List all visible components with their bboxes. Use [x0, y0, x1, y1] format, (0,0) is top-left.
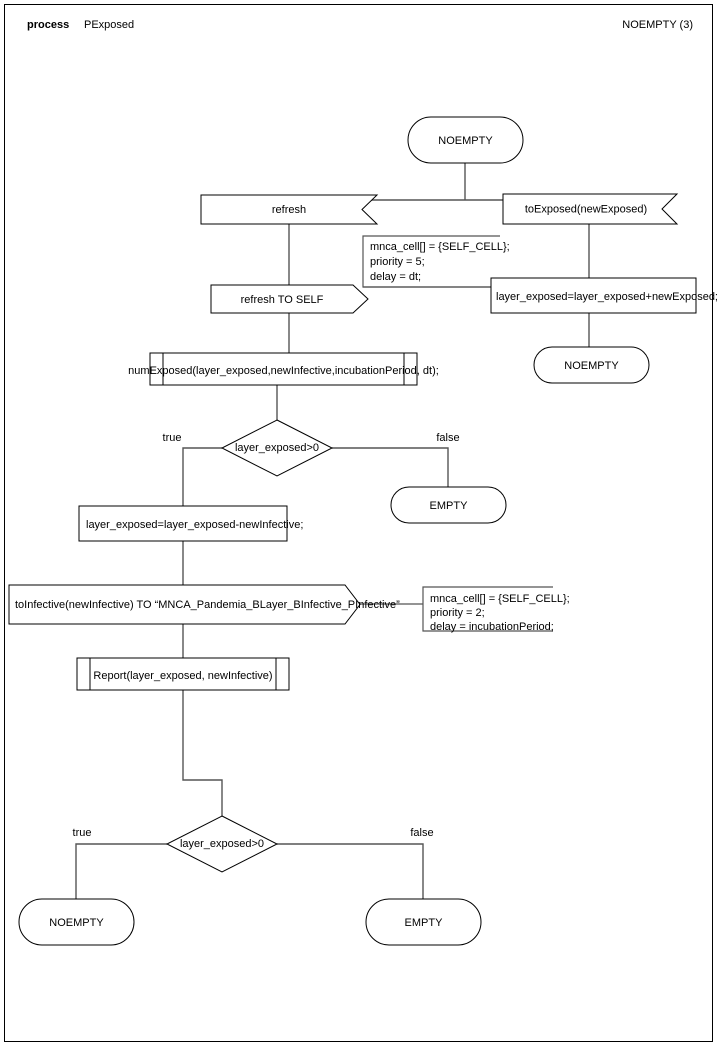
state-node-empty-end-label: EMPTY [405, 917, 444, 929]
decision-node-2-false-label: false [410, 827, 433, 839]
connector-decision2-true [75, 843, 167, 899]
header-state-label: NOEMPTY (3) [622, 19, 693, 31]
decision-node-1[interactable]: layer_exposed>0 true false [163, 419, 460, 477]
page-border [4, 4, 713, 1042]
decision-node-2[interactable]: layer_exposed>0 true false [73, 815, 434, 873]
comment-box-toinfective: mnca_cell[] = {SELF_CELL}; priority = 2;… [422, 586, 570, 633]
task-node-sub-infective-label: layer_exposed=layer_exposed-newInfective… [86, 519, 303, 531]
connector-decision1-true [182, 447, 222, 506]
comment-box-toinfective-line1: mnca_cell[] = {SELF_CELL}; [430, 593, 570, 605]
comment-box-refresh-line2: priority = 5; [370, 256, 425, 268]
state-node-empty-1-label: EMPTY [430, 500, 469, 512]
header-process-name: PExposed [84, 19, 135, 31]
decision-node-1-label: layer_exposed>0 [235, 442, 319, 454]
output-signal-toinfective-label: toInfective(newInfective) TO “MNCA_Pande… [15, 599, 400, 611]
task-node-add-exposed[interactable]: layer_exposed=layer_exposed+newExposed; [490, 277, 718, 314]
state-node-start[interactable]: NOEMPTY [407, 116, 524, 164]
comment-box-refresh-line3: delay = dt; [370, 271, 421, 283]
output-signal-refresh-self[interactable]: refresh TO SELF [210, 284, 369, 314]
procedure-node-numexposed[interactable]: numExposed(layer_exposed,newInfective,in… [128, 352, 439, 386]
state-node-after-exposed-label: NOEMPTY [564, 360, 619, 372]
comment-box-toinfective-line2: priority = 2; [430, 607, 485, 619]
comment-box-refresh-line1: mnca_cell[] = {SELF_CELL}; [370, 241, 510, 253]
decision-node-1-true-label: true [163, 432, 182, 444]
decision-node-1-false-label: false [436, 432, 459, 444]
procedure-node-report-label: Report(layer_exposed, newInfective) [93, 670, 272, 682]
connector-decision1-false [332, 447, 449, 487]
state-node-empty-1[interactable]: EMPTY [390, 486, 507, 524]
connector-decision2-false [277, 843, 424, 899]
input-signal-toexposed-label: toExposed(newExposed) [525, 204, 647, 216]
state-node-start-label: NOEMPTY [438, 135, 493, 147]
decision-node-2-true-label: true [73, 827, 92, 839]
state-node-noempty-end[interactable]: NOEMPTY [18, 898, 135, 946]
comment-box-refresh: mnca_cell[] = {SELF_CELL}; priority = 5;… [362, 235, 510, 288]
input-signal-refresh[interactable]: refresh [200, 194, 379, 225]
input-signal-toexposed[interactable]: toExposed(newExposed) [502, 193, 679, 225]
connector-report-to-decision2 [182, 690, 223, 816]
procedure-node-numexposed-label: numExposed(layer_exposed,newInfective,in… [128, 365, 439, 377]
comment-box-toinfective-line3: delay = incubationPeriod; [430, 621, 554, 633]
task-node-add-exposed-label: layer_exposed=layer_exposed+newExposed; [496, 291, 718, 303]
state-node-noempty-end-label: NOEMPTY [49, 917, 104, 929]
decision-node-2-label: layer_exposed>0 [180, 838, 264, 850]
state-node-after-exposed[interactable]: NOEMPTY [533, 346, 650, 384]
header-kind-label: process [27, 19, 70, 31]
procedure-node-report[interactable]: Report(layer_exposed, newInfective) [76, 657, 290, 691]
output-signal-toinfective[interactable]: toInfective(newInfective) TO “MNCA_Pande… [8, 584, 400, 625]
state-node-empty-end[interactable]: EMPTY [365, 898, 482, 946]
output-signal-refresh-self-label: refresh TO SELF [241, 294, 324, 306]
input-signal-refresh-label: refresh [272, 204, 306, 216]
task-node-sub-infective[interactable]: layer_exposed=layer_exposed-newInfective… [78, 505, 303, 542]
